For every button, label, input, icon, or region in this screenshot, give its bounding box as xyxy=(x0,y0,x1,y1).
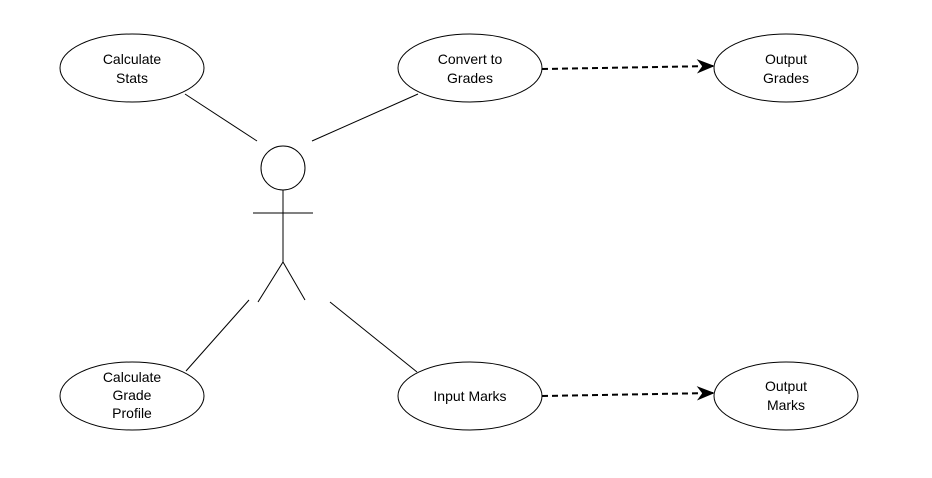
label-calculate-grade-profile-line1: Calculate xyxy=(103,369,162,385)
label-calculate-stats-line2: Stats xyxy=(116,70,148,86)
use-case-output-grades xyxy=(713,33,859,103)
association-calculate-stats xyxy=(184,93,258,142)
dependency-arrow-grades xyxy=(541,59,715,74)
label-convert-to-grades-line2: Grades xyxy=(447,70,493,86)
use-case-convert-to-grades xyxy=(397,33,543,103)
label-input-marks: Input Marks xyxy=(433,388,506,404)
association-input-marks xyxy=(329,301,418,373)
use-case-input-marks xyxy=(397,361,543,431)
use-case-calculate-grade-profile xyxy=(59,361,205,431)
label-calculate-grade-profile-line3: Profile xyxy=(112,405,152,421)
actor-right-leg xyxy=(282,261,306,301)
actor-left-leg xyxy=(257,261,284,303)
actor-head xyxy=(260,145,306,191)
use-case-calculate-stats xyxy=(59,33,205,103)
label-output-grades-line2: Grades xyxy=(763,70,809,86)
label-output-marks-line2: Marks xyxy=(767,397,805,413)
label-calculate-grade-profile-line2: Grade xyxy=(113,387,152,403)
association-convert-to-grades xyxy=(311,93,419,142)
dependency-arrow-marks xyxy=(541,386,715,401)
actor-stick-figure xyxy=(253,145,313,303)
association-calculate-grade-profile xyxy=(185,299,250,372)
label-output-marks-line1: Output xyxy=(765,378,807,394)
label-calculate-stats-line1: Calculate xyxy=(103,51,162,67)
use-case-output-marks xyxy=(713,361,859,431)
label-convert-to-grades-line1: Convert to xyxy=(438,51,503,67)
label-output-grades-line1: Output xyxy=(765,51,807,67)
